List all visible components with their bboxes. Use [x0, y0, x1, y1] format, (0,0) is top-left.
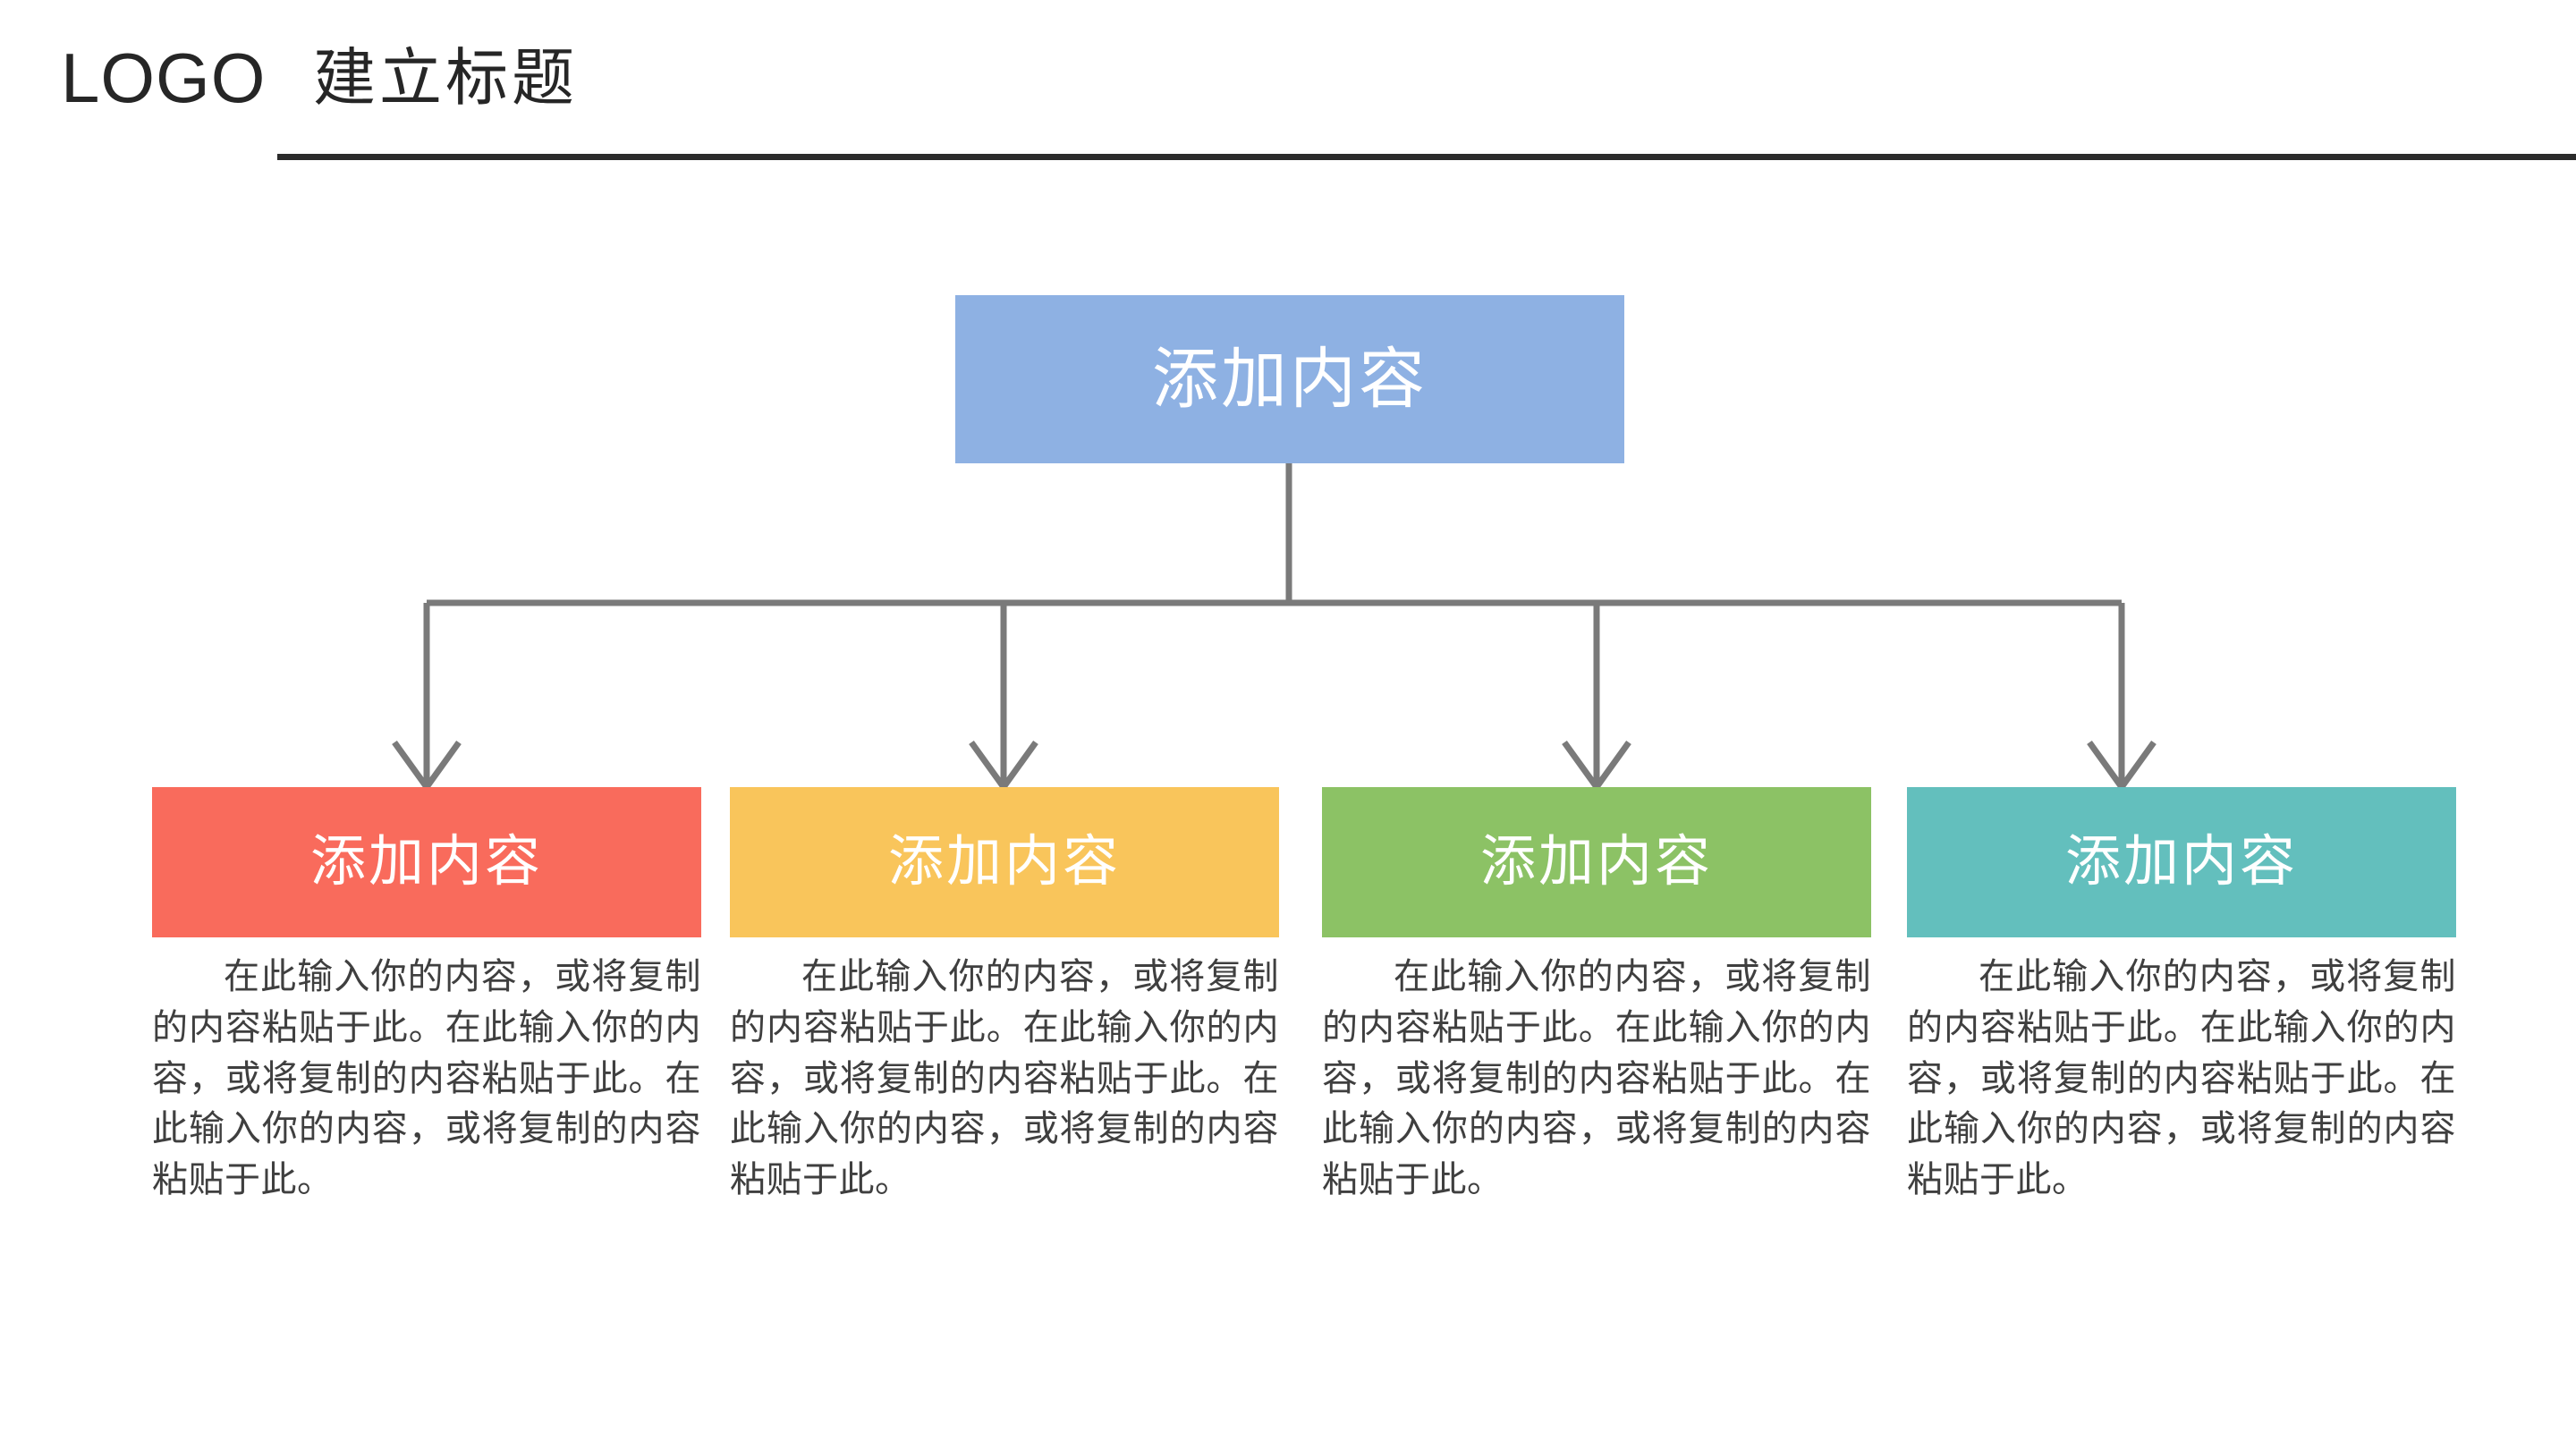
leaf-node-4[interactable]: 添加内容 [1907, 787, 2456, 937]
branch-column-3: 添加内容 在此输入你的内容，或将复制的内容粘贴于此。在此输入你的内容，或将复制的… [1322, 787, 1871, 1206]
arrowhead-3 [1562, 740, 1631, 792]
leaf-body-text-4: 在此输入你的内容，或将复制的内容粘贴于此。在此输入你的内容，或将复制的内容粘贴于… [1907, 957, 2456, 1200]
arrowhead-4 [2087, 740, 2157, 792]
branch-column-2: 添加内容 在此输入你的内容，或将复制的内容粘贴于此。在此输入你的内容，或将复制的… [730, 787, 1279, 1206]
header-divider [277, 154, 2576, 160]
leaf-node-label-2: 添加内容 [887, 831, 1121, 893]
leaf-node-1[interactable]: 添加内容 [152, 787, 701, 937]
leaf-node-label-4: 添加内容 [2064, 831, 2298, 893]
branch-column-4: 添加内容 在此输入你的内容，或将复制的内容粘贴于此。在此输入你的内容，或将复制的… [1907, 787, 2456, 1206]
branch-column-1: 添加内容 在此输入你的内容，或将复制的内容粘贴于此。在此输入你的内容，或将复制的… [152, 787, 701, 1206]
leaf-node-label-3: 添加内容 [1479, 831, 1713, 893]
leaf-node-label-1: 添加内容 [309, 831, 543, 893]
page-title: 建立标题 [313, 43, 578, 113]
root-node[interactable]: 添加内容 [955, 295, 1624, 463]
arrowhead-1 [392, 740, 462, 792]
leaf-body-text-3: 在此输入你的内容，或将复制的内容粘贴于此。在此输入你的内容，或将复制的内容粘贴于… [1322, 957, 1871, 1200]
root-node-label: 添加内容 [1152, 342, 1428, 416]
arrowhead-2 [969, 740, 1038, 792]
leaf-node-3[interactable]: 添加内容 [1322, 787, 1871, 937]
logo-text: LOGO [61, 38, 267, 117]
slide-header: LOGO 建立标题 [0, 0, 2576, 170]
org-chart-diagram: 添加内容 添加内容 在此输入你的内容，或将复制的内容粘贴于此。在此输入你的内容，… [0, 170, 2576, 1449]
leaf-node-2[interactable]: 添加内容 [730, 787, 1279, 937]
leaf-body-text-1: 在此输入你的内容，或将复制的内容粘贴于此。在此输入你的内容，或将复制的内容粘贴于… [152, 957, 701, 1200]
leaf-body-text-2: 在此输入你的内容，或将复制的内容粘贴于此。在此输入你的内容，或将复制的内容粘贴于… [730, 957, 1279, 1200]
